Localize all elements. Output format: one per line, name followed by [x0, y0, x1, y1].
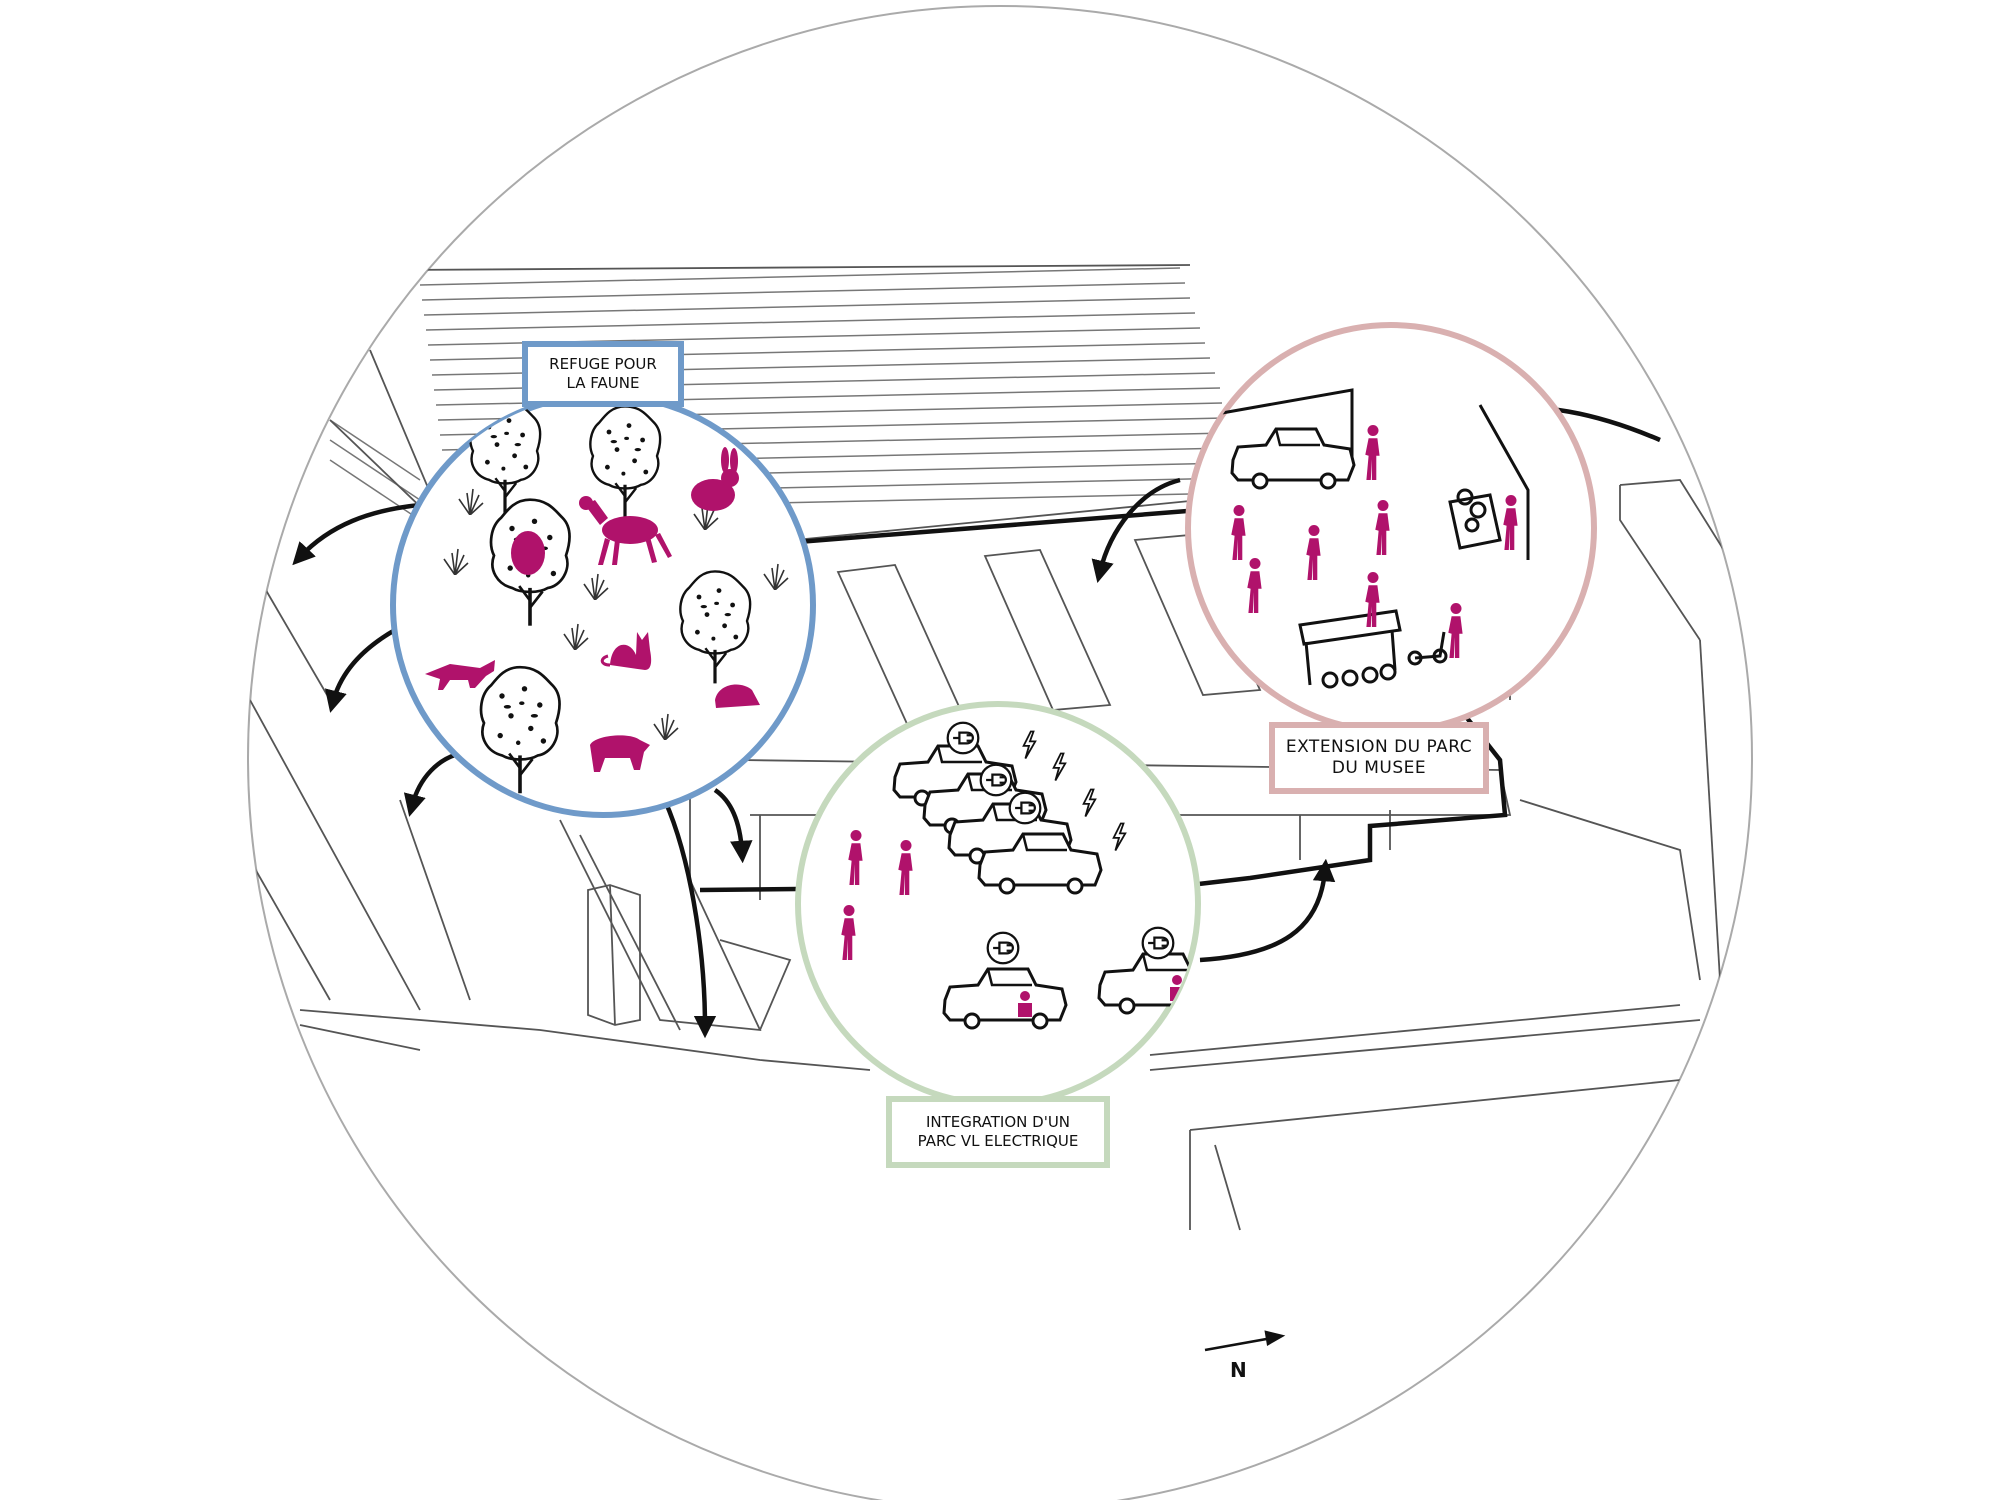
wildlife-refuge-bubble [390, 392, 816, 818]
refuge-label: REFUGE POUR LA FAUNE [522, 341, 684, 407]
museum-park-bubble [1185, 322, 1597, 734]
north-label: N [1230, 1358, 1247, 1382]
parc-vl-label: INTEGRATION D'UN PARC VL ELECTRIQUE [886, 1096, 1110, 1168]
bike-shelter-icon [1298, 609, 1402, 689]
parc-musee-label-line1: EXTENSION DU PARC [1285, 736, 1473, 757]
hedgehog-icon [715, 684, 760, 708]
parc-vl-label-line1: INTEGRATION D'UN [925, 1113, 1071, 1132]
refuge-label-line2: LA FAUNE [566, 374, 640, 392]
charging-plug-icon [1141, 926, 1175, 960]
owl-icon [511, 531, 545, 575]
parc-vl-label-line2: PARC VL ELECTRIQUE [917, 1132, 1079, 1150]
scooter-icon [1407, 631, 1448, 666]
deer-icon [579, 496, 672, 565]
cat-icon [600, 632, 652, 670]
fox-icon [425, 660, 495, 690]
parc-musee-label: EXTENSION DU PARC DU MUSEE [1269, 722, 1489, 794]
parc-musee-label-line2: DU MUSEE [1331, 758, 1427, 778]
north-arrow-icon [1204, 1330, 1286, 1352]
rabbit-icon [691, 447, 739, 511]
refuge-label-line1: REFUGE POUR [549, 355, 657, 374]
boar-icon [590, 735, 650, 772]
market-stall-icon [1448, 488, 1502, 550]
charging-plug-icon [986, 931, 1020, 965]
charging-plug-icon [946, 721, 980, 755]
charging-plug-icon [1008, 791, 1042, 825]
charging-plug-icon [979, 763, 1013, 797]
